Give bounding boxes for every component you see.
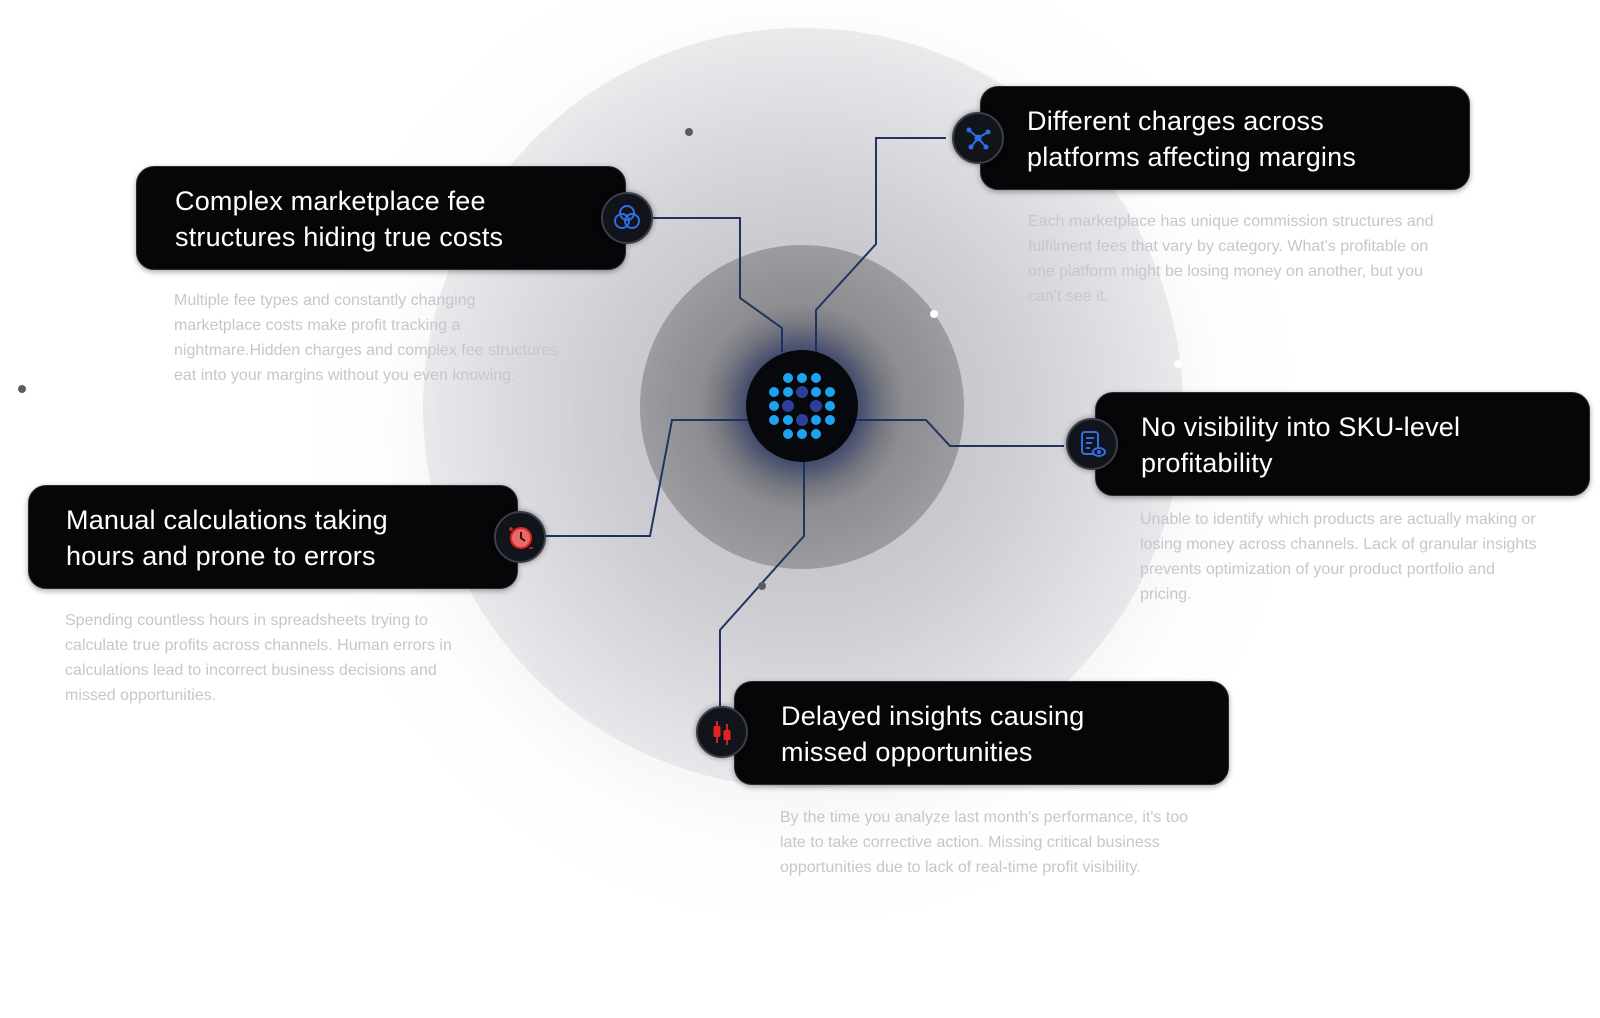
card-delayed-insights: Delayed insights causing missed opportun… bbox=[734, 681, 1229, 785]
decor-dot bbox=[758, 582, 766, 590]
decor-dot bbox=[1174, 360, 1182, 368]
card-description: Spending countless hours in spreadsheets… bbox=[65, 612, 452, 704]
wire-card-4 bbox=[856, 419, 1064, 447]
card-title-line: Complex marketplace fee bbox=[175, 186, 486, 216]
card-manual-calculations: Manual calculations taking hours and pro… bbox=[28, 485, 518, 589]
card-title-line: missed opportunities bbox=[781, 737, 1033, 767]
wire-card-2 bbox=[815, 137, 946, 354]
wire-card-1 bbox=[652, 217, 783, 352]
decor-dot bbox=[18, 385, 26, 393]
card-description: Each marketplace has unique commission s… bbox=[1028, 213, 1434, 305]
circles-overlap-icon bbox=[601, 192, 653, 244]
card-description: By the time you analyze last month's per… bbox=[780, 809, 1189, 876]
wire-card-3 bbox=[546, 419, 750, 537]
card-sku-visibility: No visibility into SKU-level profitabili… bbox=[1095, 392, 1590, 496]
card-title-line: hours and prone to errors bbox=[66, 541, 376, 571]
card-title-line: No visibility into SKU-level bbox=[1141, 412, 1461, 442]
card-description: Unable to identify which products are ac… bbox=[1140, 511, 1537, 603]
card-title-line: Delayed insights causing bbox=[781, 701, 1085, 731]
network-nodes-icon bbox=[952, 112, 1004, 164]
card-title-line: profitability bbox=[1141, 448, 1273, 478]
dot-grid-logo-icon bbox=[769, 373, 835, 439]
card-title-line: structures hiding true costs bbox=[175, 222, 504, 252]
candlestick-icon bbox=[696, 706, 748, 758]
card-title-line: platforms affecting margins bbox=[1027, 142, 1357, 172]
decor-dot bbox=[930, 310, 938, 318]
decor-dot bbox=[685, 128, 693, 136]
card-complex-fees: Complex marketplace fee structures hidin… bbox=[136, 166, 626, 270]
card-different-charges: Different charges across platforms affec… bbox=[980, 86, 1470, 190]
card-title-line: Different charges across bbox=[1027, 106, 1324, 136]
hub-logo bbox=[746, 350, 858, 462]
clock-icon bbox=[494, 511, 546, 563]
document-eye-icon bbox=[1066, 418, 1118, 470]
card-title-line: Manual calculations taking bbox=[66, 505, 388, 535]
card-description: Multiple fee types and constantly changi… bbox=[174, 292, 559, 384]
